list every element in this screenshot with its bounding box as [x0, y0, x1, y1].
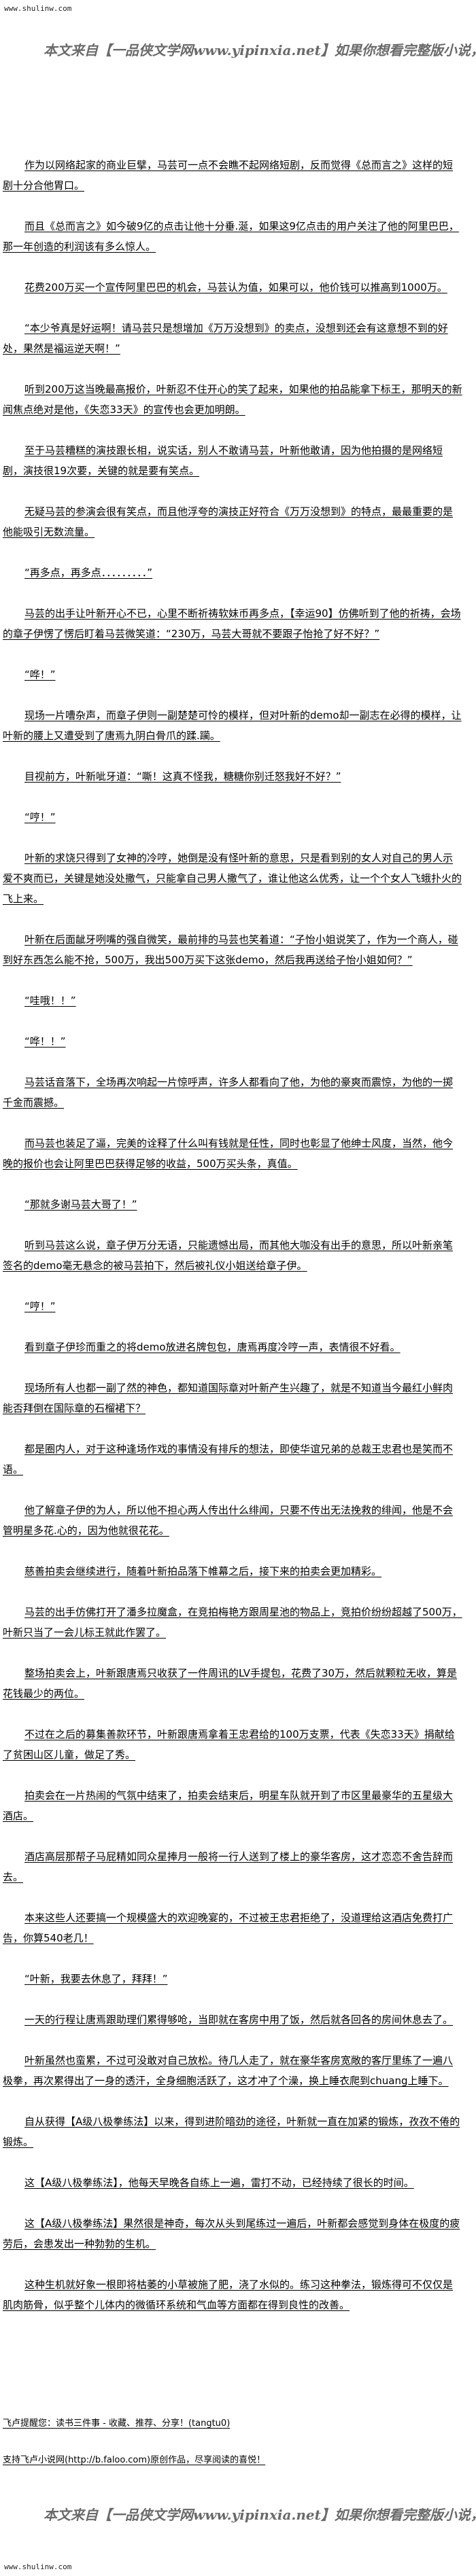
- story-paragraph: “那就多谢马芸大哥了！”: [24, 1198, 137, 1211]
- story-paragraph: 自从获得【A级八极拳练法】以来，得到进阶暗劲的途径，叶新就一直在加紧的锻炼，孜孜…: [3, 2115, 460, 2148]
- story-paragraph: 拍卖会在一片热闹的气氛中结束了，拍卖会结束后，明星车队就开到了市区里最豪华的五星…: [3, 1789, 454, 1822]
- story-paragraph: 这【A级八极拳练法】，他每天早晚各自练上一遍，雷打不动，已经持续了很长的时间。: [24, 2177, 414, 2189]
- story-paragraph: 他了解章子伊的为人，所以他不担心两人传出什么绯闻，只要不传出无法挽救的绯闻，他是…: [3, 1504, 454, 1537]
- story-paragraph: 叶新的求饶只得到了女神的冷哼，她倒是没有怪叶新的意思，只是看到别的女人对自己的男…: [3, 852, 462, 905]
- chapter-footer: 飞卢提醒您：读书三件事 - 收藏、推荐、分享！(tangtu0) 支持飞卢小说网…: [3, 2416, 462, 2469]
- source-banner-bottom: 本文来自【一品侠文学网www.yipinxia.net】如果你想看完整版小说，请: [44, 2507, 476, 2523]
- story-paragraph: 整场拍卖会上，叶新跟唐焉只收获了一件周讯的LV手提包，花费了30万，然后就颗粒无…: [3, 1667, 458, 1700]
- story-paragraph: 而且《总而言之》如今破9亿的点击让他十分垂.涎，如果这9亿点击的用户关注了他的阿…: [3, 220, 459, 253]
- story-paragraph: 马芸的出手仿佛打开了潘多拉魔盒，在竞拍梅艳方跟周星池的物品上，竞拍价纷纷超越了5…: [3, 1606, 462, 1639]
- story-paragraph: 叶新在后面龇牙咧嘴的强自微笑，最前排的马芸也笑着道：“子怡小姐说笑了，作为一个商…: [3, 933, 458, 966]
- story-paragraph: “哼！”: [24, 811, 56, 823]
- story-paragraph: 听到马芸这么说，章子伊万分无语，只能遗憾出局，而其他大咖没有出手的意思，所以叶新…: [3, 1239, 454, 1272]
- story-paragraph: “哼！”: [24, 1300, 56, 1312]
- story-paragraph: “本少爷真是好运啊！请马芸只是想增加《万万没想到》的卖点，没想到还会有这意想不到…: [3, 322, 448, 355]
- story-paragraph: 马芸的出手让叶新开心不已，心里不断祈祷软妹币再多点，【幸运90】仿佛听到了他的祈…: [3, 607, 461, 640]
- story-paragraph: 慈善拍卖会继续进行，随着叶新拍品落下帷幕之后，接下来的拍卖会更加精彩。: [24, 1565, 382, 1577]
- story-paragraph: “叶新，我要去休息了，拜拜！”: [24, 1973, 168, 1985]
- story-paragraph: 这【A级八极拳练法】果然很是神奇，每次从头到尾练过一遍后，叶新都会感觉到身体在极…: [3, 2217, 460, 2250]
- story-paragraph: 看到章子伊珍而重之的将demo放进名牌包包，唐焉再度冷哼一声，表情很不好看。: [24, 1341, 401, 1353]
- story-paragraph: 至于马芸糟糕的演技跟长相，说实话，别人不敢请马芸，叶新他敢请，因为他拍摄的是网络…: [3, 444, 443, 477]
- site-url-header: www.shulinw.com: [4, 4, 72, 13]
- faloo-support-link[interactable]: 支持飞卢小说网(http://b.faloo.com)原创作品，尽享阅读的喜悦！: [3, 2455, 266, 2465]
- story-paragraph: “再多点，再多点．．．．．．．．．”: [24, 567, 153, 579]
- story-paragraph: 目视前方，叶新呲牙道：“嘶！这真不怪我，糖糖你别迁怒我好不好？”: [24, 770, 341, 783]
- story-paragraph: 不过在之后的募集善款环节，叶新跟唐焉拿着王忠君给的100万支票，代表《失恋33天…: [3, 1728, 455, 1761]
- story-paragraph: 无疑马芸的参演会很有笑点，而且他浮夸的演技正好符合《万万没想到》的特点，最最重要…: [3, 505, 454, 538]
- story-paragraph: 都是圈内人，对于这种逢场作戏的事情没有排斥的想法，即使华谊兄弟的总裁王忠君也是笑…: [3, 1443, 454, 1475]
- story-paragraph: 叶新虽然也蛮累，不过可没敢对自己放松。待几人走了，就在豪华客房宽敞的客厅里练了一…: [3, 2054, 454, 2087]
- story-paragraph: 花费200万买一个宣传阿里巴巴的机会，马芸认为值，如果可以，他价钱可以推高到10…: [24, 281, 447, 293]
- story-paragraph: 听到200万这当晚最高报价，叶新忍不住开心的笑了起来，如果他的拍品能拿下标王，那…: [3, 383, 462, 416]
- faloo-reminder: 飞卢提醒您：读书三件事 - 收藏、推荐、分享！(tangtu0): [3, 2418, 231, 2429]
- chapter-content: 作为以网络起家的商业巨擘，马芸可一点不会瞧不起网络短剧，反而觉得《总而言之》这样…: [3, 155, 462, 2336]
- story-paragraph: 而马芸也装足了逼，完美的诠释了什么叫有钱就是任性，同时也彰显了他绅士风度，当然，…: [3, 1137, 454, 1170]
- story-paragraph: 本来这些人还要搞一个规模盛大的欢迎晚宴的，不过被王忠君拒绝了，没道理给这酒店免费…: [3, 1912, 454, 1944]
- story-paragraph: 作为以网络起家的商业巨擘，马芸可一点不会瞧不起网络短剧，反而觉得《总而言之》这样…: [3, 159, 454, 192]
- story-paragraph: 现场所有人也都一副了然的神色，都知道国际章对叶新产生兴趣了，就是不知道当今最红小…: [3, 1382, 454, 1414]
- source-banner-top: 本文来自【一品侠文学网www.yipinxia.net】如果你想看完整版小说，请: [44, 42, 476, 58]
- story-paragraph: 现场一片嘈杂声，而章子伊则一副楚楚可怜的模样，但对叶新的demo却一副志在必得的…: [3, 709, 462, 742]
- story-paragraph: 马芸话音落下，全场再次响起一片惊呼声，许多人都看向了他，为他的豪爽而震惊，为他的…: [3, 1076, 454, 1109]
- story-paragraph: “哗！！”: [24, 1035, 66, 1048]
- story-paragraph: “哗！”: [24, 668, 56, 681]
- story-paragraph: “哇哦！！”: [24, 995, 76, 1007]
- story-paragraph: 酒店高层那帮子马屁精如同众星捧月一般将一行人送到了楼上的豪华客房，这才恋恋不舍告…: [3, 1850, 454, 1883]
- site-url-footer: www.shulinw.com: [4, 2562, 72, 2571]
- story-paragraph: 这种生机就好象一根即将枯萎的小草被施了肥，浇了水似的。练习这种拳法，锻炼得可不仅…: [3, 2278, 454, 2311]
- story-paragraph: 一天的行程让唐焉跟助理们累得够呛，当即就在客房中用了饭，然后就各回各的房间休息去…: [24, 2014, 454, 2026]
